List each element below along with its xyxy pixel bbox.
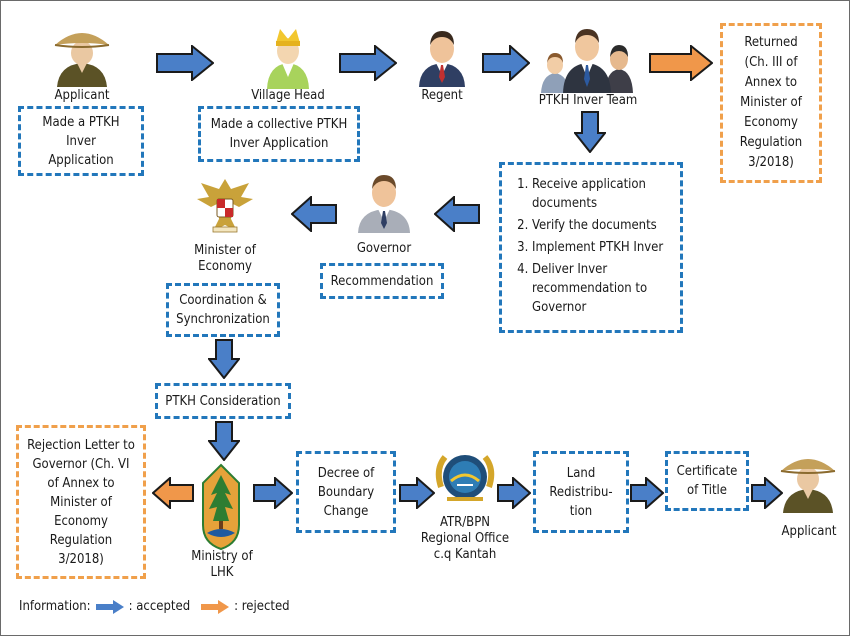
step-item: Receive application documents	[532, 175, 674, 213]
arrow-village-to-regent	[339, 45, 397, 81]
recommendation-box: Recommendation	[320, 263, 444, 299]
farmer-icon	[54, 33, 110, 87]
arrow-regent-to-team	[482, 45, 530, 81]
ministry-lhk-logo-icon	[202, 463, 240, 551]
legend-title: Information:	[19, 599, 91, 614]
team-steps-box: Receive application documents Verify the…	[499, 162, 683, 333]
arrow-team-to-governor	[434, 196, 480, 232]
legend: Information: : accepted : rejected	[19, 599, 290, 614]
team-steps-list: Receive application documents Verify the…	[508, 175, 674, 320]
garuda-emblem-icon	[197, 179, 253, 233]
arrow-bpn-to-redistribution	[497, 477, 531, 509]
arrow-redistribution-to-certificate	[630, 477, 664, 509]
minister-label: Minister of Economy	[194, 243, 256, 274]
village-head-icon	[267, 29, 309, 89]
step-item: Verify the documents	[532, 216, 674, 235]
consideration-box: PTKH Consideration	[155, 383, 291, 419]
official-icon	[419, 31, 465, 87]
arrow-coordination-down	[208, 339, 240, 379]
ministry-lhk-label: Ministry of LHK	[191, 549, 253, 580]
official-icon	[358, 175, 410, 233]
village-action-box: Made a collective PTKH Inver Application	[198, 106, 360, 162]
team-icon	[541, 29, 633, 93]
governor-label: Governor	[356, 241, 412, 256]
legend-rejected-arrow-icon	[201, 599, 230, 614]
legend-accepted-label: : accepted	[128, 599, 191, 614]
redistribution-box: Land Redistribu- tion	[533, 451, 629, 533]
applicant-action-box: Made a PTKH Inver Application	[18, 106, 144, 176]
arrow-team-to-returned	[649, 45, 713, 81]
coordination-box: Coordination & Synchronization	[166, 283, 280, 337]
arrow-consideration-down	[208, 421, 240, 461]
arrow-applicant-to-village	[156, 45, 214, 81]
regent-label: Regent	[421, 88, 463, 103]
atr-bpn-label: ATR/BPN Regional Office c.q Kantah	[420, 515, 510, 562]
certificate-box: Certificate of Title	[665, 451, 749, 511]
atr-bpn-logo-icon	[435, 455, 495, 501]
legend-rejected-label: : rejected	[234, 599, 290, 614]
arrow-lhk-to-rejection	[152, 477, 194, 509]
applicant-start-label: Applicant	[54, 88, 110, 103]
arrow-decree-to-bpn	[399, 477, 435, 509]
applicant-end-label: Applicant	[781, 524, 837, 539]
arrow-team-down	[574, 111, 606, 153]
ptkh-team-label: PTKH Inver Team	[538, 93, 638, 108]
arrow-certificate-to-applicant	[751, 477, 783, 509]
arrow-governor-to-minister	[291, 196, 337, 232]
legend-accepted-arrow-icon	[95, 599, 124, 614]
farmer-icon	[780, 459, 836, 513]
decree-box: Decree of Boundary Change	[296, 451, 396, 533]
step-item: Deliver Inver recommendation to Governor	[532, 260, 674, 317]
step-item: Implement PTKH Inver	[532, 238, 674, 257]
arrow-lhk-to-decree	[253, 477, 293, 509]
rejection-box: Rejection Letter to Governor (Ch. VI of …	[16, 425, 146, 579]
returned-box: Returned (Ch. III of Annex to Minister o…	[720, 23, 822, 183]
village-head-label: Village Head	[251, 88, 325, 103]
